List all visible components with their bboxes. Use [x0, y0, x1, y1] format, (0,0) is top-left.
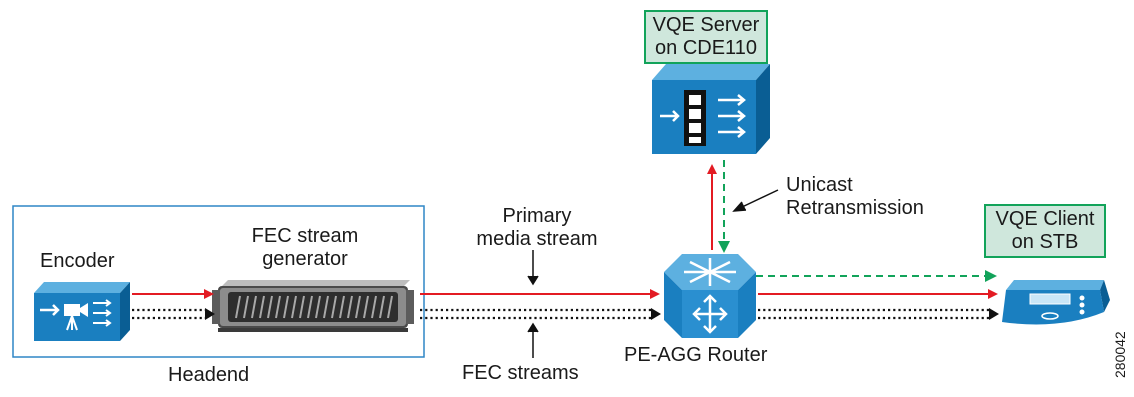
primary-stream-label: Primary media stream [462, 205, 612, 251]
vqe-server-badge-line2: on CDE110 [655, 37, 757, 59]
primary-stream-arrows [132, 164, 998, 299]
fec-stream-arrowheads [205, 308, 999, 320]
vqe-client-badge: VQE Client on STB [984, 204, 1106, 258]
fec-stream-arrows [132, 308, 990, 320]
primary-stream-label-line1: Primary [502, 205, 572, 227]
primary-stream-label-line2: media stream [476, 228, 598, 250]
vqe-server-badge-line1: VQE Server [652, 14, 760, 36]
rack-server-icon [212, 280, 414, 332]
unicast-label-line2: Retransmission [786, 197, 924, 219]
vqe-server-badge: VQE Server on CDE110 [644, 10, 768, 64]
vqe-client-badge-line2: on STB [1011, 231, 1079, 253]
callout-arrows [527, 189, 779, 358]
figure-id: 280042 [1112, 331, 1128, 378]
fec-generator-label-line2: generator [262, 248, 348, 270]
vqe-client-badge-line1: VQE Client [995, 208, 1095, 230]
router-label: PE-AGG Router [624, 344, 768, 366]
unicast-label-line1: Unicast [786, 174, 853, 196]
fec-generator-label: FEC stream generator [240, 225, 370, 271]
router-icon [664, 254, 756, 338]
content-server-icon [652, 64, 770, 154]
headend-box [12, 205, 425, 358]
fec-streams-label: FEC streams [462, 362, 579, 384]
encoder-label: Encoder [40, 250, 115, 272]
retransmission-arrows [718, 160, 997, 282]
unicast-label: Unicast Retransmission [786, 174, 924, 220]
set-top-box-icon [1002, 280, 1110, 325]
encoder-camera-icon [34, 282, 130, 341]
headend-label: Headend [168, 364, 250, 386]
fec-generator-label-line1: FEC stream [251, 225, 359, 247]
